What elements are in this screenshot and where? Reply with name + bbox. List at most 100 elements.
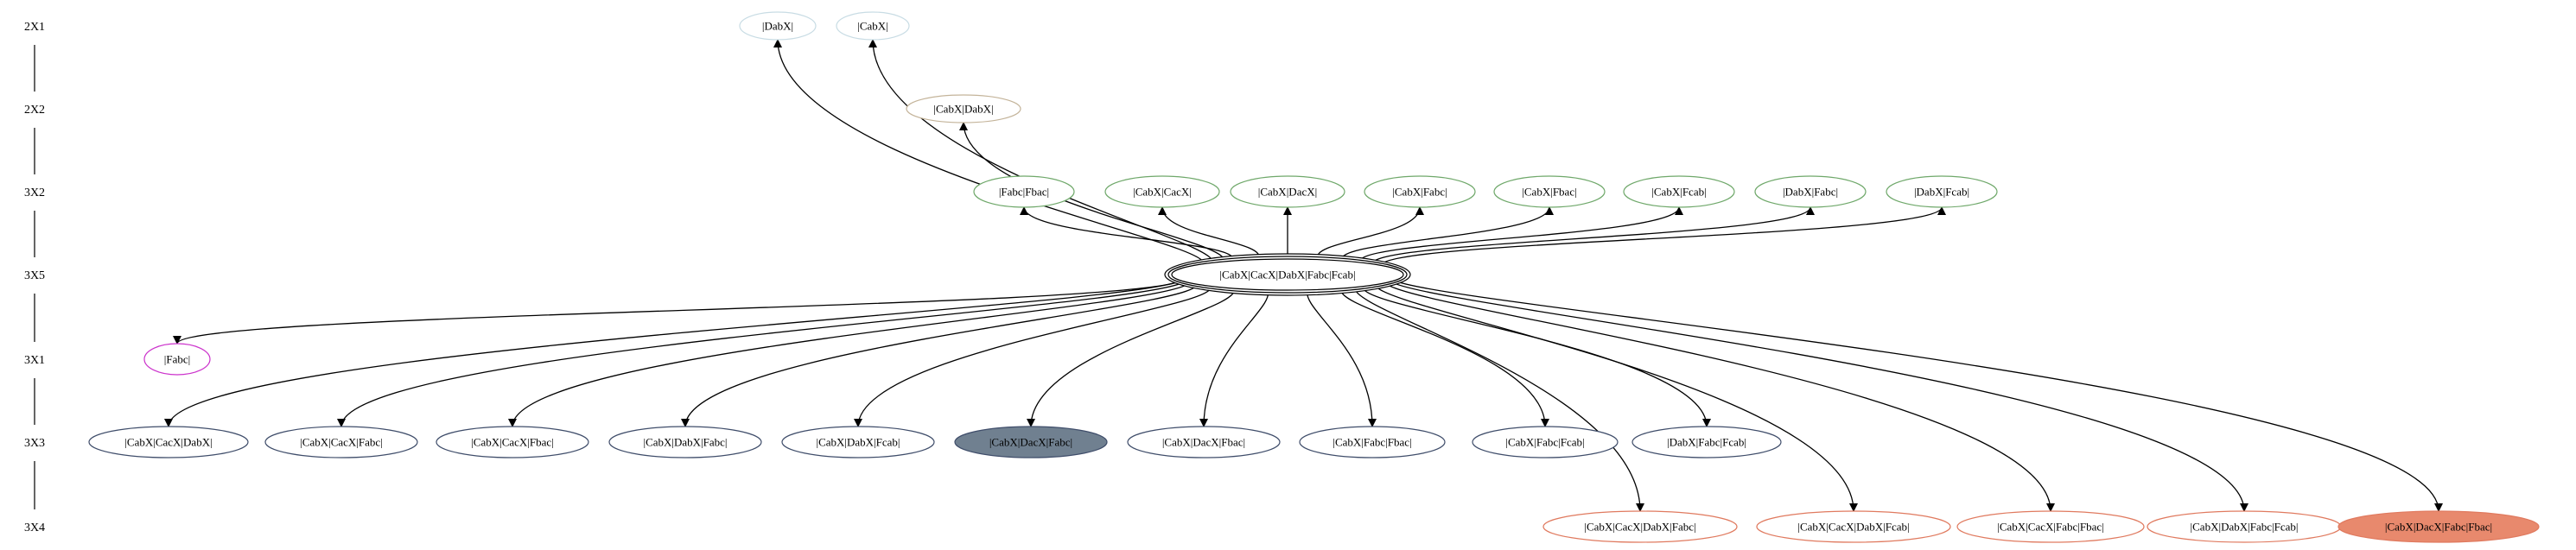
node-cabxcacx[interactable]: |CabX|CacX| [1104, 175, 1220, 208]
node-label: |CabX|CacX|DabX|Fabc|Fcab| [1219, 269, 1355, 281]
node-cabxdabxfcab[interactable]: |CabX|DabX|Fcab| [781, 426, 935, 458]
rank-label-3x3: 3X3 [24, 437, 45, 450]
edge-fabc [173, 280, 1182, 345]
node-cabxcacxfabcfbac[interactable]: |CabX|CacX|Fabc|Fbac| [1956, 510, 2145, 543]
node-label: |DabX|Fabc|Fcab| [1667, 436, 1746, 449]
node-label: |CabX|Fabc|Fbac| [1333, 436, 1411, 449]
node-label: |CabX|DacX|Fabc|Fbac| [2385, 521, 2492, 534]
node-cabxdabx[interactable]: |CabX|DabX| [906, 94, 1021, 123]
node-cabxcacxdabxfabc[interactable]: |CabX|CacX|DabX|Fabc| [1542, 510, 1738, 543]
edge-cabxcacxfabc [337, 281, 1185, 427]
node-shape [836, 11, 910, 41]
node-label: |CabX| [857, 20, 888, 33]
edge-cabxdabxfabcfcab [1390, 281, 2248, 512]
node-cabxfabcfbac[interactable]: |CabX|Fabc|Fbac| [1299, 426, 1446, 458]
rank-label-2x1: 2X1 [24, 21, 45, 34]
node-label: |CabX|Fcab| [1651, 186, 1706, 199]
edge-dabx [773, 39, 1205, 264]
edge-dabxfcab [1380, 206, 1946, 266]
node-label: |Fabc| [164, 353, 190, 366]
node-label: |CabX|CacX|Fabc|Fbac| [1997, 521, 2103, 534]
node-shape [906, 94, 1021, 123]
node-shape [1364, 175, 1476, 208]
edge-cabxcacxdabxfabc [1355, 287, 1644, 512]
node-cabxdacxfbac[interactable]: |CabX|DacX|Fbac| [1127, 426, 1281, 458]
node-shape [1230, 175, 1345, 208]
node-cabxdabxfabcfcab[interactable]: |CabX|DabX|Fabc|Fcab| [2147, 510, 2342, 543]
edge-dabxfabcfcab [1363, 286, 1711, 427]
node-shape [436, 426, 589, 458]
node-cabxfabcfcab[interactable]: |CabX|Fabc|Fcab| [1472, 426, 1619, 458]
edge-fabcfbac [1020, 206, 1234, 262]
node-label: |CabX|CacX|Fabc| [300, 436, 383, 449]
node-label: |CabX|DabX|Fcab| [816, 436, 900, 449]
node-dabxfabcfcab[interactable]: |DabX|Fabc|Fcab| [1631, 426, 1782, 458]
node-label: |CabX|CacX|DabX|Fcab| [1797, 521, 1909, 534]
node-shape [739, 11, 817, 41]
node-label: |CabX|DacX|Fbac| [1162, 436, 1245, 449]
edge-cabx [868, 39, 1213, 263]
node-shape [973, 175, 1075, 208]
node-shape [1127, 426, 1281, 458]
node-shape [1623, 175, 1735, 208]
node-label: |CabX|DabX| [933, 103, 993, 116]
node-cabxcacxfbac[interactable]: |CabX|CacX|Fbac| [436, 426, 589, 458]
node-shape [1754, 175, 1867, 208]
nodes: |DabX| |CabX| |CabX|DabX| |Fabc|Fbac| |CabX|… [88, 11, 2540, 543]
edge-cabxdacxfabc [1027, 288, 1235, 427]
edge-cabxdacxfbac [1199, 289, 1269, 427]
node-shape [1472, 426, 1619, 458]
edge-cabxfabcfbac [1307, 289, 1377, 427]
node-cabxfbac[interactable]: |CabX|Fbac| [1493, 175, 1606, 208]
node-cabxdabxfabc[interactable]: |CabX|DabX|Fabc| [608, 426, 762, 458]
node-cabxcacxdabx[interactable]: |CabX|CacX|DabX| [88, 426, 249, 458]
edges [164, 39, 2443, 512]
node-shape [1956, 510, 2145, 543]
node-cabxdacx[interactable]: |CabX|DacX| [1230, 175, 1345, 208]
node-shape [1542, 510, 1738, 543]
edge-cabxfabcfcab [1340, 288, 1549, 427]
node-cabx[interactable]: |CabX| [836, 11, 910, 41]
node-dabxfcab[interactable]: |DabX|Fcab| [1886, 175, 1998, 208]
node-cabxdacxfabc[interactable]: |CabX|DacX|Fabc| [954, 426, 1108, 458]
node-cabxfcab[interactable]: |CabX|Fcab| [1623, 175, 1735, 208]
node-fabcfbac[interactable]: |Fabc|Fbac| [973, 175, 1075, 208]
node-root[interactable]: |CabX|CacX|DabX|Fabc|Fcab| [1164, 253, 1411, 296]
edge-cabxcacxfabcfbac [1384, 282, 2055, 512]
node-label: |DabX|Fcab| [1914, 186, 1969, 199]
node-label: |CabX|Fabc| [1392, 186, 1447, 199]
node-cabxfabc[interactable]: |CabX|Fabc| [1364, 175, 1476, 208]
node-shape [88, 426, 249, 458]
node-cabxcacxdabxfcab[interactable]: |CabX|CacX|DabX|Fcab| [1756, 510, 1951, 543]
node-label: |DabX|Fabc| [1783, 186, 1838, 199]
edge-dabxfabc [1371, 206, 1815, 265]
node-shape [1171, 258, 1404, 291]
node-label: |CabX|DacX|Fabc| [989, 436, 1072, 449]
node-cabxdacxfabcfbac[interactable]: |CabX|DacX|Fabc|Fbac| [2337, 510, 2540, 543]
node-dabx[interactable]: |DabX| [739, 11, 817, 41]
node-fabc[interactable]: |Fabc| [143, 343, 211, 376]
node-label: |CabX|CacX|DabX| [124, 436, 212, 449]
node-shape [1493, 175, 1606, 208]
rank-label-3x5: 3X5 [24, 269, 45, 282]
node-shape [1631, 426, 1782, 458]
node-shape [608, 426, 762, 458]
edge-cabxcacxdabxfcab [1375, 284, 1858, 512]
node-shape [1886, 175, 1998, 208]
node-label: |CabX|DacX| [1258, 186, 1317, 199]
node-shape [1299, 426, 1446, 458]
edge-cabxfbac [1341, 206, 1554, 262]
node-cabxcacxfabc[interactable]: |CabX|CacX|Fabc| [264, 426, 418, 458]
node-label: |Fabc|Fbac| [999, 186, 1049, 199]
node-dabxfabc[interactable]: |DabX|Fabc| [1754, 175, 1867, 208]
node-shape [2337, 510, 2540, 543]
edge-cabxfcab [1359, 206, 1683, 263]
edge-cabxfabc [1317, 206, 1424, 260]
edge-cabxdabxfabc [681, 283, 1199, 427]
node-label: |CabX|DabX|Fabc| [643, 436, 727, 449]
node-shape [1756, 510, 1951, 543]
edge-cabxcacxfbac [508, 282, 1190, 427]
edge-cabxdabx [959, 122, 1224, 262]
